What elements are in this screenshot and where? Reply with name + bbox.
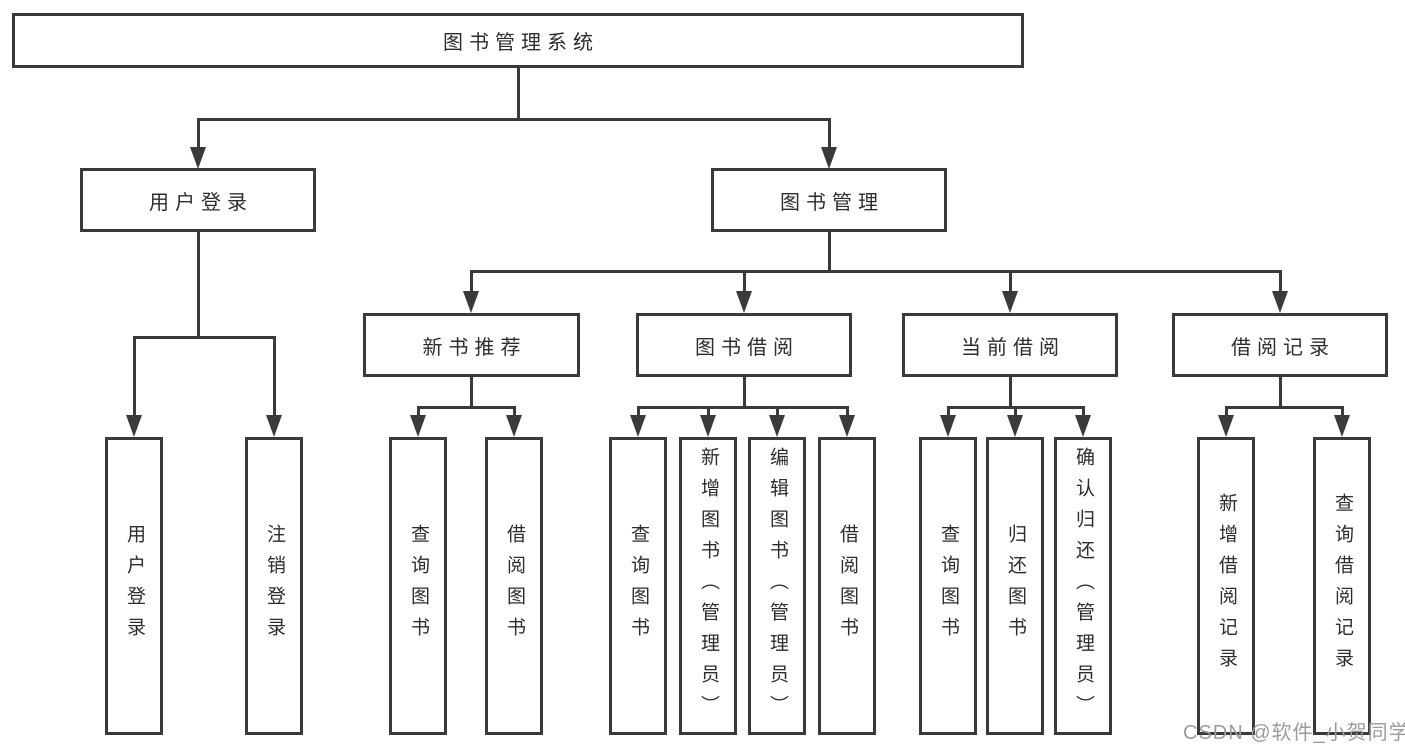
leaf-bb-edit-books: 编辑图书（管理员） [748, 437, 806, 735]
arrow-to-current-borrow [1002, 270, 1018, 313]
node-root: 图书管理系统 [12, 13, 1024, 68]
arrow-to-user-login [190, 118, 206, 169]
node-current-borrow: 当前借阅 [902, 313, 1118, 377]
leaf-user-login: 用户登录 [105, 437, 163, 735]
connector-root-stem [516, 68, 520, 118]
arrow-to-cb-query-books [940, 406, 956, 437]
leaf-bb-borrow-books: 借阅图书 [818, 437, 876, 735]
connector-book-management-bar [469, 270, 1282, 273]
arrow-to-book-borrow [736, 270, 752, 313]
leaf-cb-query-books: 查询图书 [919, 437, 977, 735]
arrow-to-bb-borrow-books [839, 406, 855, 437]
leaf-bb-query-books: 查询图书 [609, 437, 667, 735]
arrow-to-cb-return-books [1007, 406, 1023, 437]
node-book-borrow: 图书借阅 [636, 313, 852, 377]
arrow-to-bb-query-books [630, 406, 646, 437]
arrow-to-br-query-record [1334, 406, 1350, 437]
leaf-logout: 注销登录 [245, 437, 303, 735]
arrow-to-bb-edit-books [769, 406, 785, 437]
leaf-br-query-record: 查询借阅记录 [1313, 437, 1371, 735]
connector-new-book-recommend-bar [416, 406, 516, 409]
connector-new-book-recommend-stem [469, 377, 473, 406]
arrow-to-nb-query-books [410, 406, 426, 437]
arrow-to-cb-confirm-return [1075, 406, 1091, 437]
connector-book-borrow-bar [636, 406, 849, 409]
connector-root-bar [196, 118, 831, 121]
arrow-to-borrow-records [1272, 270, 1288, 313]
connector-user-login-bar [132, 336, 276, 339]
node-user-login: 用户登录 [80, 168, 316, 232]
connector-borrow-records-bar [1224, 406, 1344, 409]
leaf-cb-return-books: 归还图书 [986, 437, 1044, 735]
arrow-to-br-add-record [1218, 406, 1234, 437]
node-borrow-records: 借阅记录 [1172, 313, 1388, 377]
connector-current-borrow-stem [1008, 377, 1012, 406]
connector-borrow-records-stem [1278, 377, 1282, 406]
connector-user-login-stem [196, 232, 200, 336]
arrow-to-bb-add-books [700, 406, 716, 437]
arrow-to-new-book-recommend [463, 270, 479, 313]
connector-book-borrow-stem [742, 377, 746, 406]
arrow-to-leaf-user-login [126, 336, 142, 437]
node-book-management: 图书管理 [711, 168, 947, 232]
leaf-bb-add-books: 新增图书（管理员） [679, 437, 737, 735]
leaf-cb-confirm-return: 确认归还（管理员） [1054, 437, 1112, 735]
arrow-to-leaf-logout [266, 336, 282, 437]
arrow-to-book-management [821, 118, 837, 169]
leaf-nb-query-books: 查询图书 [389, 437, 447, 735]
leaf-br-add-record: 新增借阅记录 [1197, 437, 1255, 735]
arrow-to-nb-borrow-books [506, 406, 522, 437]
leaf-nb-borrow-books: 借阅图书 [485, 437, 543, 735]
connector-book-management-stem [827, 232, 831, 270]
watermark: CSDN @软件_小贺同学 [1183, 722, 1405, 744]
node-new-book-recommend: 新书推荐 [363, 313, 580, 377]
